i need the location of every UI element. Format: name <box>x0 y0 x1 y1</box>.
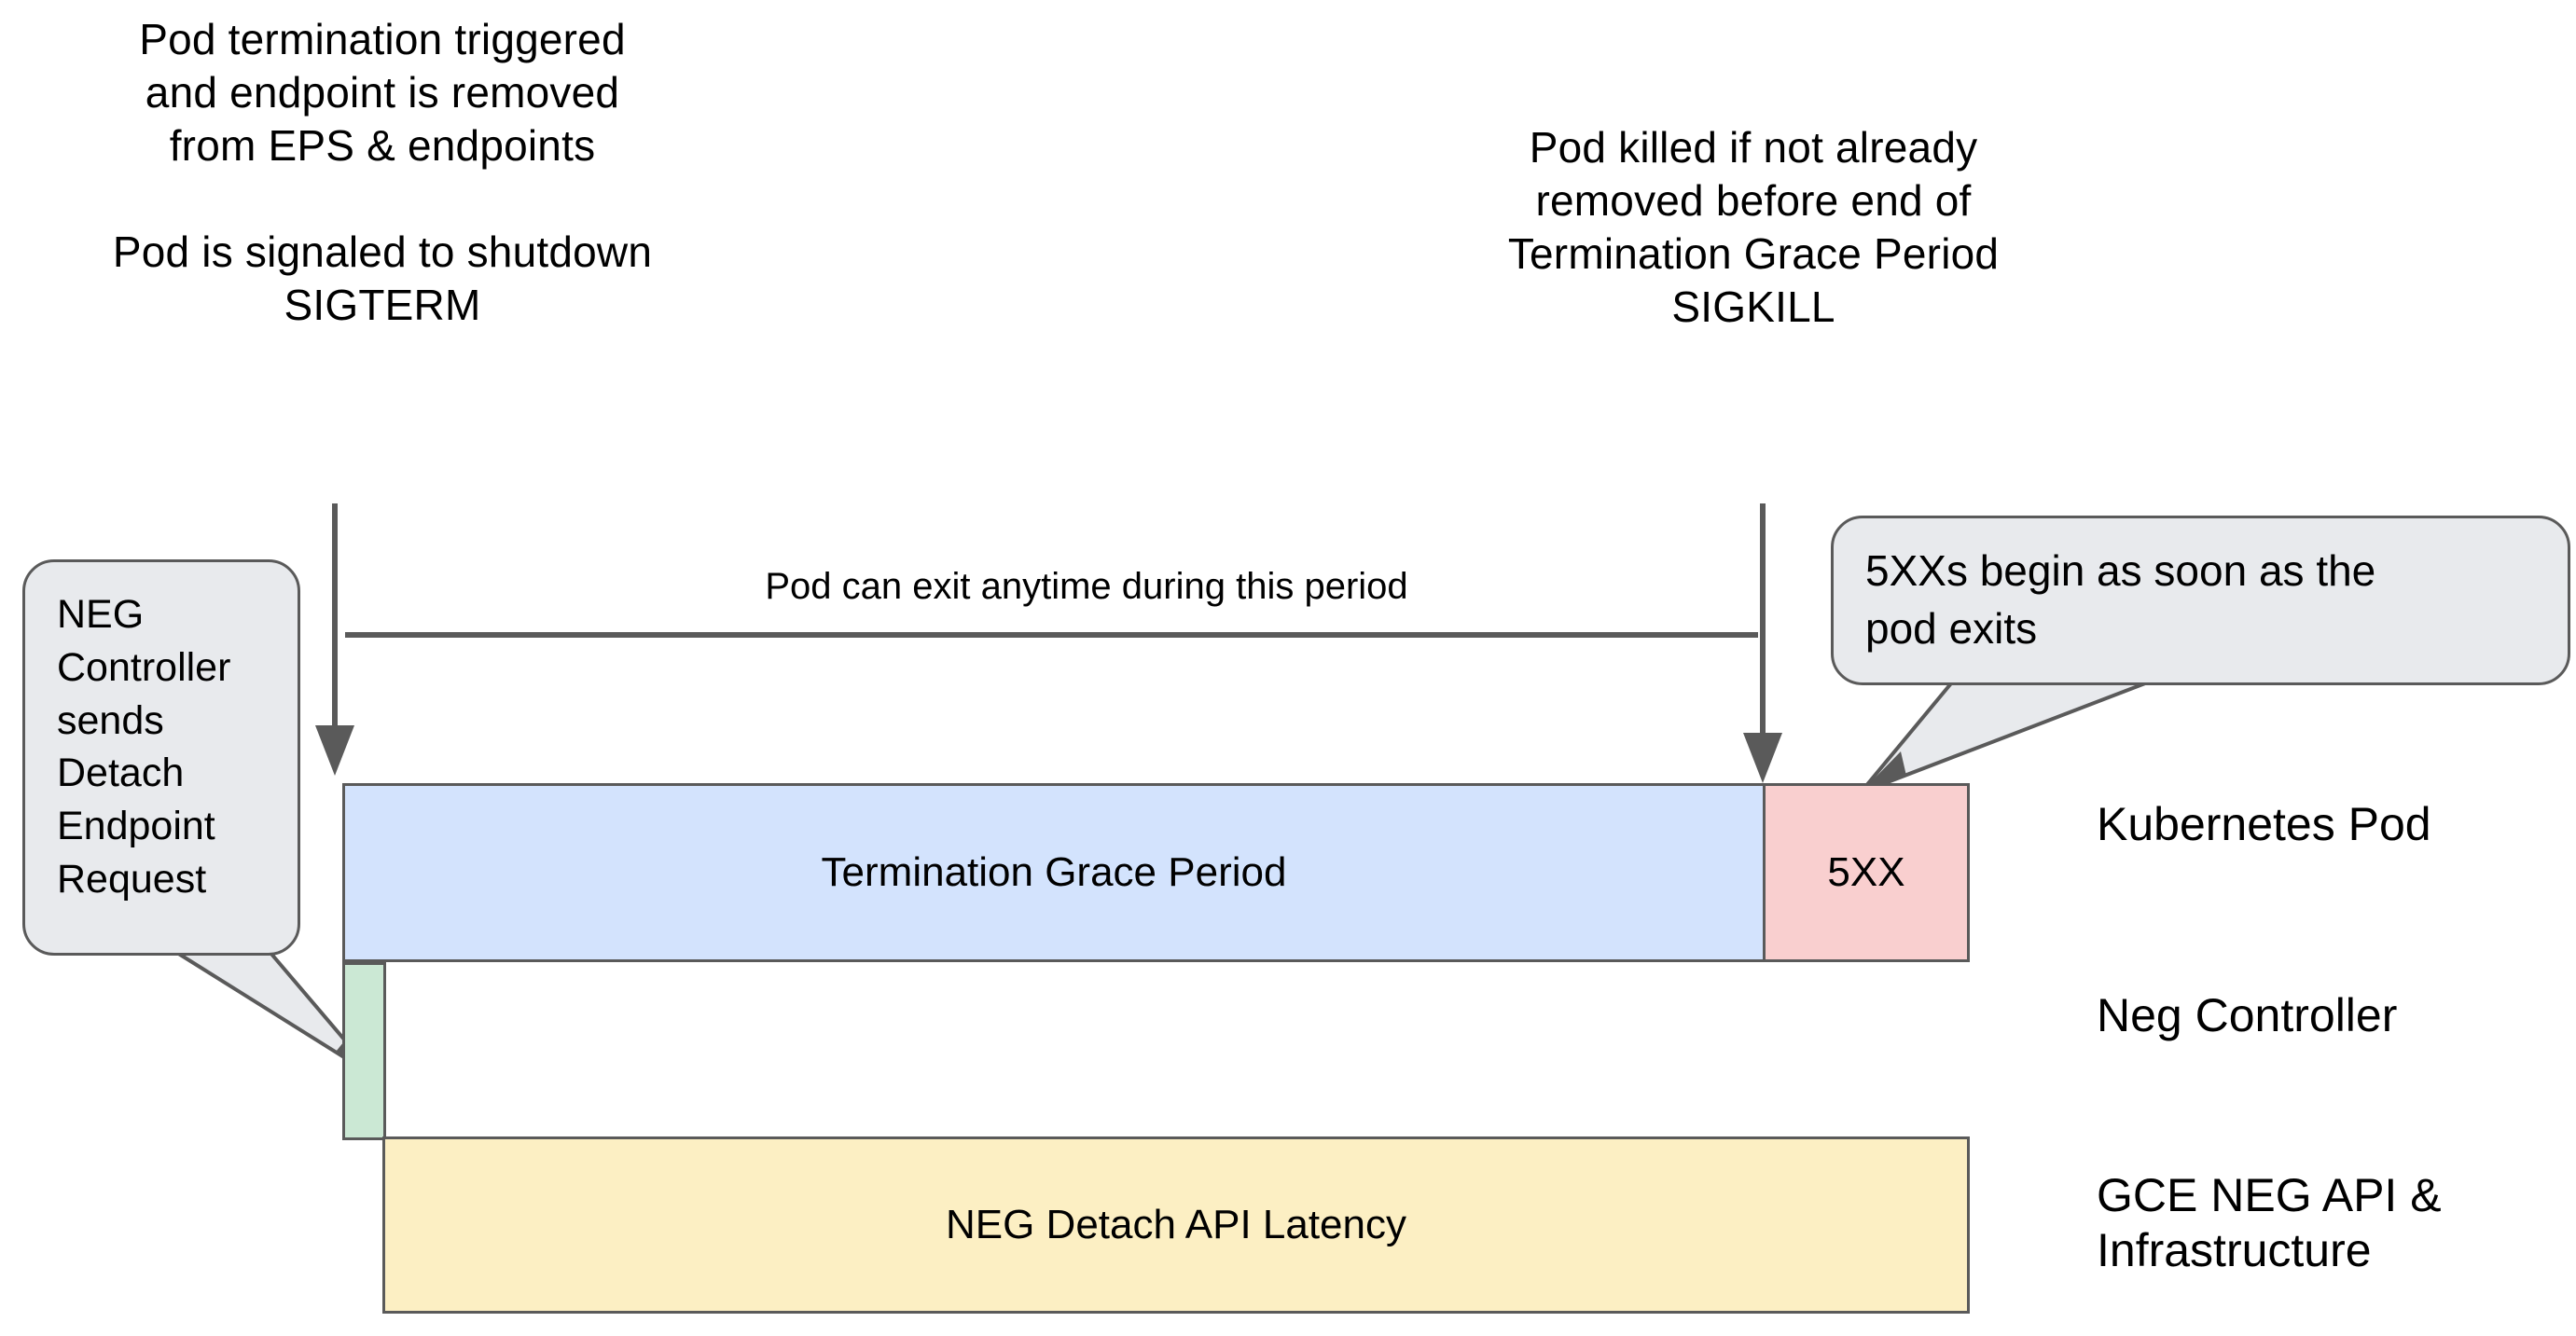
five-xx-bar: 5XX <box>1763 783 1970 962</box>
pod-exit-period-caption: Pod can exit anytime during this period <box>765 566 1408 607</box>
sigterm-arrow-icon <box>315 503 354 776</box>
lane-label-neg-controller: Neg Controller <box>2097 989 2398 1041</box>
neg-detach-api-latency-bar: NEG Detach API Latency <box>382 1136 1970 1314</box>
sigkill-arrow-icon <box>1743 503 1782 783</box>
neg-detach-request-bar <box>342 962 386 1140</box>
termination-grace-period-bar: Termination Grace Period <box>342 783 1766 962</box>
pod-termination-note: Pod termination triggered and endpoint i… <box>112 15 653 330</box>
five-xx-label: 5XX <box>1827 849 1905 895</box>
five-xx-callout: 5XXs begin as soon as the pod exits <box>1831 516 2570 685</box>
fivexx-callout-tail-icon <box>1859 682 2147 794</box>
neg-controller-callout: NEG Controller sends Detach Endpoint Req… <box>22 559 300 956</box>
pod-killed-note: Pod killed if not already removed before… <box>1507 123 2000 332</box>
lane-label-kubernetes-pod: Kubernetes Pod <box>2097 798 2431 850</box>
termination-grace-period-label: Termination Grace Period <box>821 849 1287 895</box>
neg-detach-api-latency-label: NEG Detach API Latency <box>945 1202 1407 1247</box>
lane-label-gce-neg-api: GCE NEG API & Infrastructure <box>2097 1169 2442 1276</box>
